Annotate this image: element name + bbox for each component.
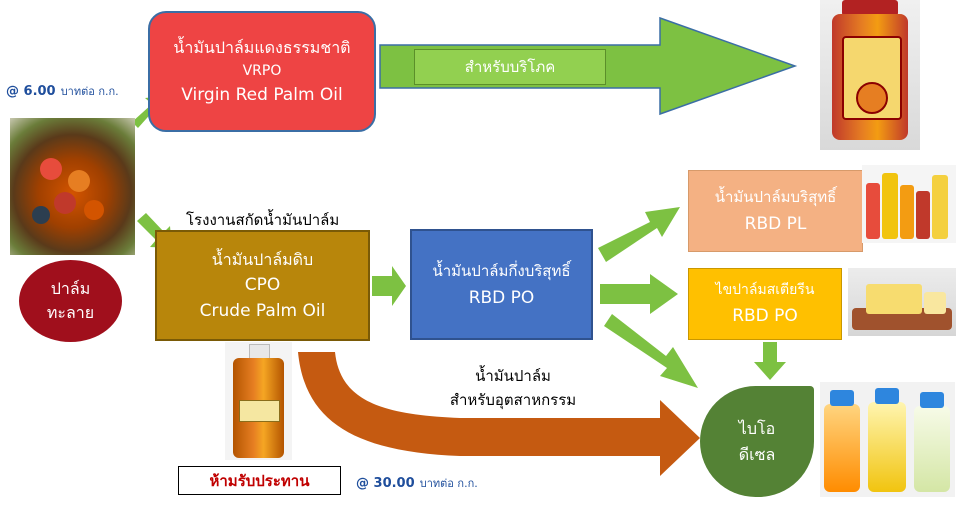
vrpo-english: Virgin Red Palm Oil <box>181 84 343 105</box>
palm-fruit-photo <box>10 118 135 255</box>
price-top-amount: @ 6.00 <box>6 84 56 99</box>
fresh-palm-oval: ปาล์ม ทะลาย <box>19 260 122 342</box>
rbd-pl-abbrev: RBD PL <box>744 214 807 234</box>
biodiesel-line2: ดีเซล <box>738 444 776 464</box>
price-top: @ 6.00 บาทต่อ ก.ก. <box>6 80 119 100</box>
bio-bottle-1-cap <box>830 390 854 406</box>
fresh-palm-line2: ทะลาย <box>46 303 95 322</box>
rbdpo-to-rbdpl-arrow <box>598 207 680 262</box>
fruit-cluster-2 <box>68 170 90 192</box>
butter-slice <box>924 292 946 314</box>
bio-bottle-1 <box>824 404 860 492</box>
cooking-oil-bottles-photo <box>862 165 956 243</box>
stearin-to-biodiesel-arrow <box>754 342 786 380</box>
fruit-cluster-3 <box>54 192 76 214</box>
price-bottom-unit: บาทต่อ ก.ก. <box>419 477 478 490</box>
rbd-po-semi-thai-label: น้ำมันปาล์มกึ่งบริสุทธิ์ <box>432 261 571 280</box>
rbdpo-to-biodiesel-arrow <box>604 314 698 388</box>
butter-photo <box>848 268 956 336</box>
bio-bottle-3 <box>914 406 950 492</box>
fresh-palm-line1: ปาล์ม <box>50 279 91 298</box>
vrpo-box: น้ำมันปาล์มแดงธรรมชาติ VRPO Virgin Red P… <box>148 11 376 132</box>
oil-bottle-4 <box>916 191 930 239</box>
stearin-thai-label: ไขปาล์มสเตียรีน <box>715 282 815 298</box>
stearin-abbrev: RBD PO <box>732 306 798 326</box>
cpo-to-rbdpo-arrow <box>372 266 406 306</box>
vrpo-bottle-photo <box>820 0 920 150</box>
industry-arrow <box>298 352 700 476</box>
oil-bottle-1 <box>866 183 880 239</box>
cpo-thai-label: น้ำมันปาล์มดิบ <box>211 249 314 269</box>
cpo-box: น้ำมันปาล์มดิบ CPO Crude Palm Oil <box>155 230 370 341</box>
industry-line2: สำหรับอุตสาหกรรม <box>449 391 577 409</box>
industry-line1: น้ำมันปาล์ม <box>475 367 551 385</box>
fruit-cluster-1 <box>40 158 62 180</box>
rbd-po-semi-abbrev: RBD PO <box>468 287 535 308</box>
industry-text: น้ำมันปาล์ม สำหรับอุตสาหกรรม <box>408 364 618 412</box>
consumption-label: สำหรับบริโภค <box>464 58 556 76</box>
oil-bottle-5 <box>932 175 948 239</box>
bio-bottle-3-cap <box>920 392 944 408</box>
bio-bottle-2 <box>868 402 906 492</box>
crude-oil-bottle-photo <box>225 342 292 460</box>
oil-bottle-2 <box>882 173 898 239</box>
bottle-cap <box>842 0 898 16</box>
bio-bottle-2-cap <box>875 388 899 404</box>
price-top-unit: บาทต่อ ก.ก. <box>60 85 119 98</box>
rbd-po-semi-box: น้ำมันปาล์มกึ่งบริสุทธิ์ RBD PO <box>410 229 593 340</box>
cpo-english: Crude Palm Oil <box>199 300 326 321</box>
mill-label: โรงงานสกัดน้ำมันปาล์ม <box>186 211 340 229</box>
oil-bottle-3 <box>900 185 914 239</box>
rbd-pl-thai-label: น้ำมันปาล์มบริสุทธิ์ <box>714 188 837 206</box>
consumption-label-box: สำหรับบริโภค <box>414 49 606 85</box>
rbd-pl-box: น้ำมันปาล์มบริสุทธิ์ RBD PL <box>688 170 863 252</box>
warning-box: ห้ามรับประทาน <box>178 466 341 495</box>
vrpo-abbrev: VRPO <box>242 62 282 79</box>
fruit-cluster-5 <box>32 206 50 224</box>
butter-block <box>866 284 922 314</box>
fruit-cluster-4 <box>84 200 104 220</box>
rbdpo-to-stearin-arrow <box>600 274 678 314</box>
biodiesel-line1: ไบโอ <box>738 418 776 438</box>
price-bottom-amount: @ 30.00 <box>356 476 415 491</box>
biodiesel-bottles-photo <box>820 382 955 497</box>
vrpo-thai-label: น้ำมันปาล์มแดงธรรมชาติ <box>173 37 351 57</box>
crude-bottle-label <box>239 400 280 422</box>
biodiesel-shape: ไบโอ ดีเซล <box>700 386 814 497</box>
price-bottom: @ 30.00 บาทต่อ ก.ก. <box>356 472 478 492</box>
warning-label: ห้ามรับประทาน <box>209 471 310 490</box>
stearin-box: ไขปาล์มสเตียรีน RBD PO <box>688 268 842 340</box>
cpo-abbrev: CPO <box>244 274 281 295</box>
bottle-label-circle <box>856 82 888 114</box>
